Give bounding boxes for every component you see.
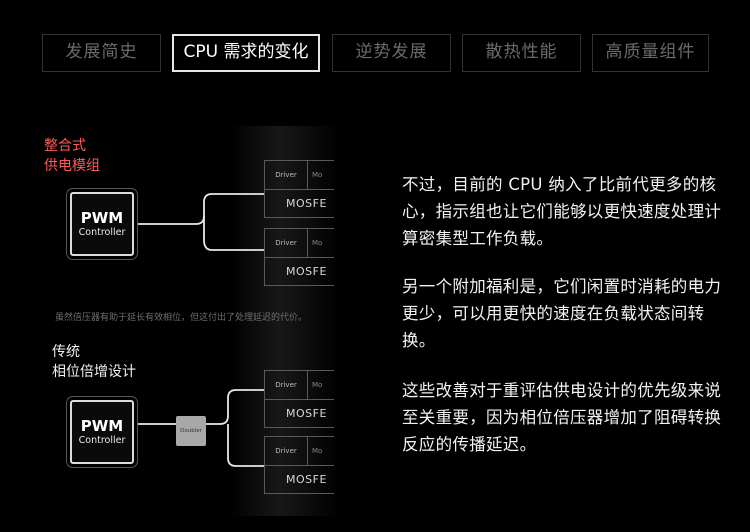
- traditional-label-line1: 传统: [52, 344, 80, 360]
- driver-mosfet-block: Driver Mo MOSFE: [264, 370, 334, 428]
- tab-history[interactable]: 发展简史: [42, 34, 161, 72]
- paragraph-1: 不过，目前的 CPU 纳入了比前代更多的核心，指示组也让它们能够以更快速度处理计…: [402, 175, 722, 248]
- mosfet-partial-label: Mo: [312, 171, 323, 179]
- driver-mosfet-block: Driver Mo MOSFE: [264, 228, 334, 286]
- chip-title: PWM: [80, 416, 124, 435]
- driver-mosfet-block: Driver Mo MOSFE: [264, 160, 334, 218]
- mosfet-partial-label: Mo: [312, 381, 323, 389]
- diagram-fade: [230, 126, 340, 516]
- chip-subtitle: Controller: [78, 226, 126, 238]
- driver-mosfet-block: Driver Mo MOSFE: [264, 436, 334, 494]
- tab-growth[interactable]: 逆势发展: [332, 34, 451, 72]
- diagram-caption: 虽然倍压器有助于延长有效相位，但这付出了处理延迟的代价。: [55, 313, 308, 323]
- mosfet-label: MOSFE: [286, 197, 327, 210]
- integrated-label-line1: 整合式: [44, 138, 86, 154]
- pwm-controller-chip-top: PWM Controller: [70, 192, 134, 256]
- pwm-controller-chip-bottom: PWM Controller: [70, 400, 134, 464]
- traditional-label-line2: 相位倍增设计: [52, 364, 136, 380]
- tab-thermal[interactable]: 散热性能: [462, 34, 581, 72]
- integrated-label-line2: 供电模组: [44, 158, 100, 174]
- driver-label: Driver: [265, 371, 308, 399]
- paragraph-3: 这些改善对于重评估供电设计的优先级来说至关重要，因为相位倍压器增加了阻碍转换反应…: [402, 381, 722, 454]
- driver-label: Driver: [265, 161, 308, 189]
- doubler-chip: Doubler: [176, 416, 206, 446]
- tab-bar: 发展简史 CPU 需求的变化 逆势发展 散热性能 高质量组件: [42, 34, 709, 74]
- mosfet-label: MOSFE: [286, 265, 327, 278]
- chip-title: PWM: [80, 208, 124, 227]
- driver-label: Driver: [265, 229, 308, 257]
- tab-cpu-demand[interactable]: CPU 需求的变化: [172, 34, 320, 72]
- chip-subtitle: Controller: [78, 434, 126, 446]
- mosfet-label: MOSFE: [286, 407, 327, 420]
- tab-components[interactable]: 高质量组件: [592, 34, 709, 72]
- paragraph-2: 另一个附加福利是，它们闲置时消耗的电力更少，可以用更快的速度在负载状态间转换。: [402, 277, 722, 350]
- mosfet-partial-label: Mo: [312, 239, 323, 247]
- wiring: [136, 193, 264, 467]
- mosfet-partial-label: Mo: [312, 447, 323, 455]
- mosfet-label: MOSFE: [286, 473, 327, 486]
- driver-label: Driver: [265, 437, 308, 465]
